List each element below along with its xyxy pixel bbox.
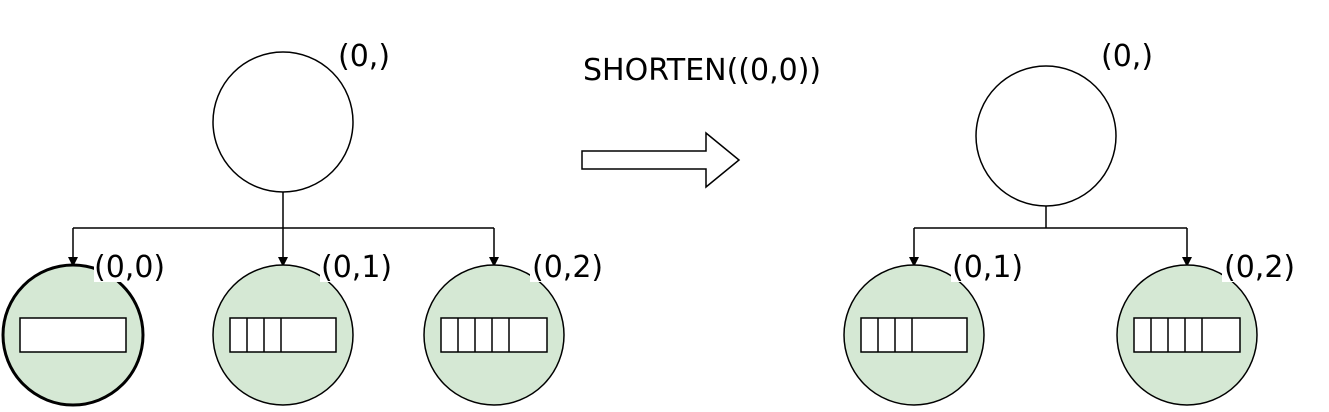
before-child-node-1 [212, 264, 354, 406]
before-root-node [212, 51, 354, 193]
after-tree: (0,) (0,1) (0,2) [843, 37, 1296, 406]
before-child-label-2: (0,2) [532, 250, 603, 285]
before-child-label-0: (0,0) [94, 250, 165, 285]
array-cell [19, 317, 127, 353]
after-child-node-0 [843, 264, 985, 406]
after-child-label-0: (0,1) [952, 250, 1023, 285]
transform-arrow-icon [581, 131, 741, 189]
after-child-label-1: (0,2) [1224, 250, 1295, 285]
before-root-label: (0,) [338, 39, 390, 74]
operation: SHORTEN((0,0)) [581, 53, 821, 189]
after-root-node [975, 65, 1117, 207]
operation-label: SHORTEN((0,0)) [583, 53, 821, 88]
before-tree: (0,) (0,0) (0,1) [1, 37, 604, 407]
before-edges [68, 192, 499, 267]
after-child-node-1 [1116, 264, 1258, 406]
before-child-node-0 [1, 263, 145, 407]
before-child-node-2 [423, 264, 565, 406]
before-child-label-1: (0,1) [321, 250, 392, 285]
after-edges [909, 206, 1192, 267]
after-root-label: (0,) [1101, 39, 1153, 74]
